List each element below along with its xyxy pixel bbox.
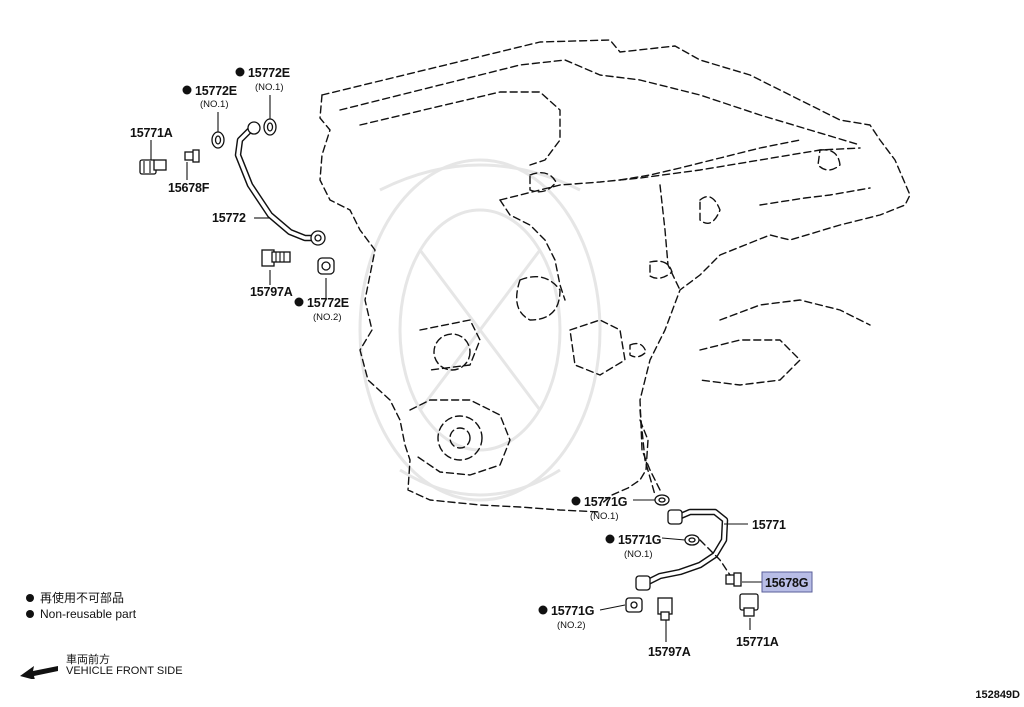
legend: 再使用不可部品 Non-reusable part (26, 590, 136, 622)
watermark-emblem (358, 158, 602, 502)
gasket-15772E-upper-a (211, 131, 225, 149)
label-15678G[interactable]: 15678G (765, 576, 808, 590)
label-15771A-top[interactable]: 15771A (130, 126, 173, 140)
sublabel-15771G-no1-a: (NO.1) (590, 511, 619, 522)
nonreusable-dot (294, 297, 304, 307)
nonreusable-dot-icon (26, 610, 34, 618)
legend-text-en: Non-reusable part (40, 607, 137, 621)
oil-pipe-15771 (635, 508, 729, 591)
union-bolt-15771A-bottom (739, 593, 759, 617)
nonreusable-dot (571, 496, 581, 506)
arrow-left-icon (20, 666, 58, 679)
direction-text-jp: 車両前方 (66, 654, 110, 666)
bolt-15678F (184, 149, 200, 163)
nonreusable-dot (605, 534, 615, 544)
label-15772E-no1-a[interactable]: 15772E (195, 84, 237, 98)
oil-pipe-15772 (234, 121, 326, 246)
engine-to-pipe-link (639, 409, 656, 496)
label-15771G-no2[interactable]: 15771G (551, 604, 594, 618)
label-15771G-no1-b[interactable]: 15771G (618, 533, 661, 547)
diagram-code: 152849D (975, 689, 1020, 701)
legend-text-jp: 再使用不可部品 (40, 591, 125, 605)
gasket-15771G-no1-a (654, 494, 670, 506)
gasket-15771G-no2 (625, 597, 643, 613)
part-labels: 15771A 15678F 15772E (NO.1) 15772E (NO.1… (130, 66, 808, 659)
label-15678F[interactable]: 15678F (168, 181, 210, 195)
vehicle-front-indicator: 車両前方 VEHICLE FRONT SIDE (20, 651, 200, 681)
nonreusable-dot (538, 605, 548, 615)
sublabel-15772E-no1-b: (NO.1) (255, 82, 284, 93)
bolt-15797A-top (261, 249, 291, 267)
nonreusable-dot (235, 67, 245, 77)
legend-row-en: Non-reusable part (26, 606, 136, 622)
engine-outline (319, 39, 911, 513)
nonreusable-dot (182, 85, 192, 95)
bolt-15678G (725, 572, 742, 587)
gasket-15772E-no2 (317, 257, 335, 275)
label-15771[interactable]: 15771 (752, 518, 786, 532)
label-15797A-top[interactable]: 15797A (250, 285, 293, 299)
gasket-15771G-no1-b (684, 534, 700, 546)
union-bolt-15771A-top (139, 159, 167, 175)
sublabel-15771G-no1-b: (NO.1) (624, 549, 653, 560)
sublabel-15772E-no2: (NO.2) (313, 312, 342, 323)
bolt-15797A-bottom (657, 597, 673, 621)
label-15772E-no2[interactable]: 15772E (307, 296, 349, 310)
pipe-to-bolt-link (699, 539, 731, 576)
label-15772E-no1-b[interactable]: 15772E (248, 66, 290, 80)
legend-row-jp: 再使用不可部品 (26, 590, 136, 606)
nonreusable-dot-icon (26, 594, 34, 602)
direction-text-en: VEHICLE FRONT SIDE (66, 665, 183, 677)
highlight-15678G[interactable] (761, 571, 813, 593)
label-15797A-bottom[interactable]: 15797A (648, 645, 691, 659)
label-15771G-no1-a[interactable]: 15771G (584, 495, 627, 509)
sublabel-15772E-no1-a: (NO.1) (200, 99, 229, 110)
label-15771A-bottom[interactable]: 15771A (736, 635, 779, 649)
sublabel-15771G-no2: (NO.2) (557, 620, 586, 631)
label-15772[interactable]: 15772 (212, 211, 246, 225)
gasket-15772E-upper-b (263, 118, 277, 136)
